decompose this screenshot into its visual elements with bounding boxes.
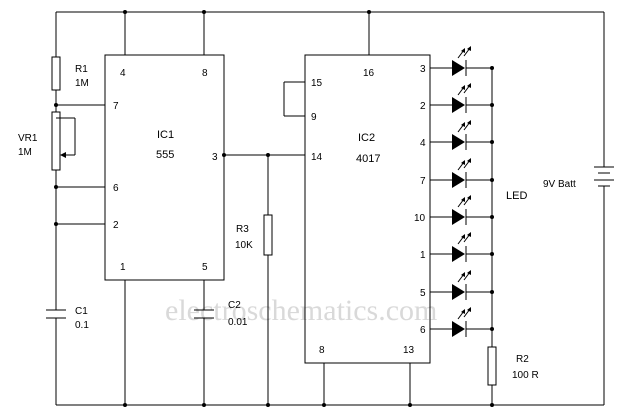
ic2-output-pin-label: 3 [420, 64, 426, 75]
light-emission-icon [457, 46, 471, 59]
timing-network [46, 12, 105, 405]
ic2-chip [283, 12, 431, 405]
light-emission-icon [457, 232, 471, 245]
clock-line [222, 153, 305, 405]
r1-resistor [51, 56, 61, 91]
battery-label: 9V Batt [543, 179, 576, 190]
ic1-pin-5: 5 [202, 262, 208, 273]
light-emission-icon [457, 270, 471, 283]
vr1-value: 1M [18, 147, 32, 158]
led-output-row: 4 [420, 120, 494, 150]
ic2-pin-13: 13 [403, 345, 415, 356]
led-common-bus [487, 68, 497, 405]
led-diode [452, 134, 465, 150]
ic1-pin-2: 2 [113, 220, 119, 231]
c1-label: C1 [75, 306, 88, 317]
led-diode [452, 284, 465, 300]
ic2-output-pin-label: 1 [420, 250, 426, 261]
led-diode [452, 209, 465, 225]
ic1-chip [104, 12, 225, 405]
r2-resistor [487, 346, 497, 386]
ic2-pin-16: 16 [363, 68, 375, 79]
c2-label: C2 [228, 300, 241, 311]
light-emission-icon [457, 158, 471, 171]
light-emission-icon [457, 195, 471, 208]
light-emission-icon [457, 307, 471, 320]
led-output-row: 1 [420, 232, 494, 262]
ic1-type: 555 [156, 149, 174, 161]
led-diode [452, 246, 465, 262]
led-label: LED [506, 190, 527, 202]
led-diode [452, 97, 465, 113]
battery-symbol [594, 12, 614, 405]
ic1-pin-3: 3 [212, 152, 218, 163]
led-output-row: 10 [414, 195, 494, 225]
vr1-potentiometer [51, 111, 61, 171]
ic1-pin-4: 4 [120, 68, 126, 79]
ic2-output-pin-label: 5 [420, 288, 426, 299]
led-output-row: 3 [420, 46, 494, 76]
ic1-pin-1: 1 [120, 262, 126, 273]
led-output-row: 5 [420, 270, 494, 300]
led-diode [452, 321, 465, 337]
ic1-label: IC1 [157, 129, 174, 141]
c1-value: 0.1 [75, 320, 89, 331]
ic1-pin-8: 8 [202, 68, 208, 79]
ic2-pin-15: 15 [311, 78, 323, 89]
r3-label: R3 [236, 224, 249, 235]
ic2-output-pin-label: 2 [420, 101, 426, 112]
ic2-type: 4017 [356, 153, 380, 165]
led-bank: 3 2 4 7 10 1 5 6 [414, 46, 494, 337]
led-output-row: 2 [420, 83, 494, 113]
light-emission-icon [457, 83, 471, 96]
r1-label: R1 [75, 64, 88, 75]
led-diode [452, 60, 465, 76]
light-emission-icon [457, 120, 471, 133]
ic2-output-pin-label: 4 [420, 138, 426, 149]
ic2-output-pin-label: 7 [420, 176, 426, 187]
ic1-pin-6: 6 [113, 183, 119, 194]
ic2-output-pin-label: 6 [420, 325, 426, 336]
led-output-row: 7 [420, 158, 494, 188]
ic2-output-pin-label: 10 [414, 213, 426, 224]
r3-value: 10K [235, 240, 253, 251]
ic2-pin-8: 8 [319, 345, 325, 356]
c2-value: 0.01 [228, 317, 248, 328]
led-diode [452, 172, 465, 188]
ic2-pin-14: 14 [311, 152, 323, 163]
ground-rail [56, 403, 604, 407]
r2-value: 100 R [512, 370, 539, 381]
ic2-pin-9: 9 [311, 112, 317, 123]
ic1-pin-7: 7 [113, 101, 119, 112]
positive-rail [56, 10, 604, 14]
vr1-label: VR1 [18, 133, 38, 144]
r1-value: 1M [75, 78, 89, 89]
r2-label: R2 [516, 354, 529, 365]
ic2-label: IC2 [358, 132, 375, 144]
r3-resistor [263, 214, 273, 256]
led-output-row: 6 [420, 307, 494, 337]
